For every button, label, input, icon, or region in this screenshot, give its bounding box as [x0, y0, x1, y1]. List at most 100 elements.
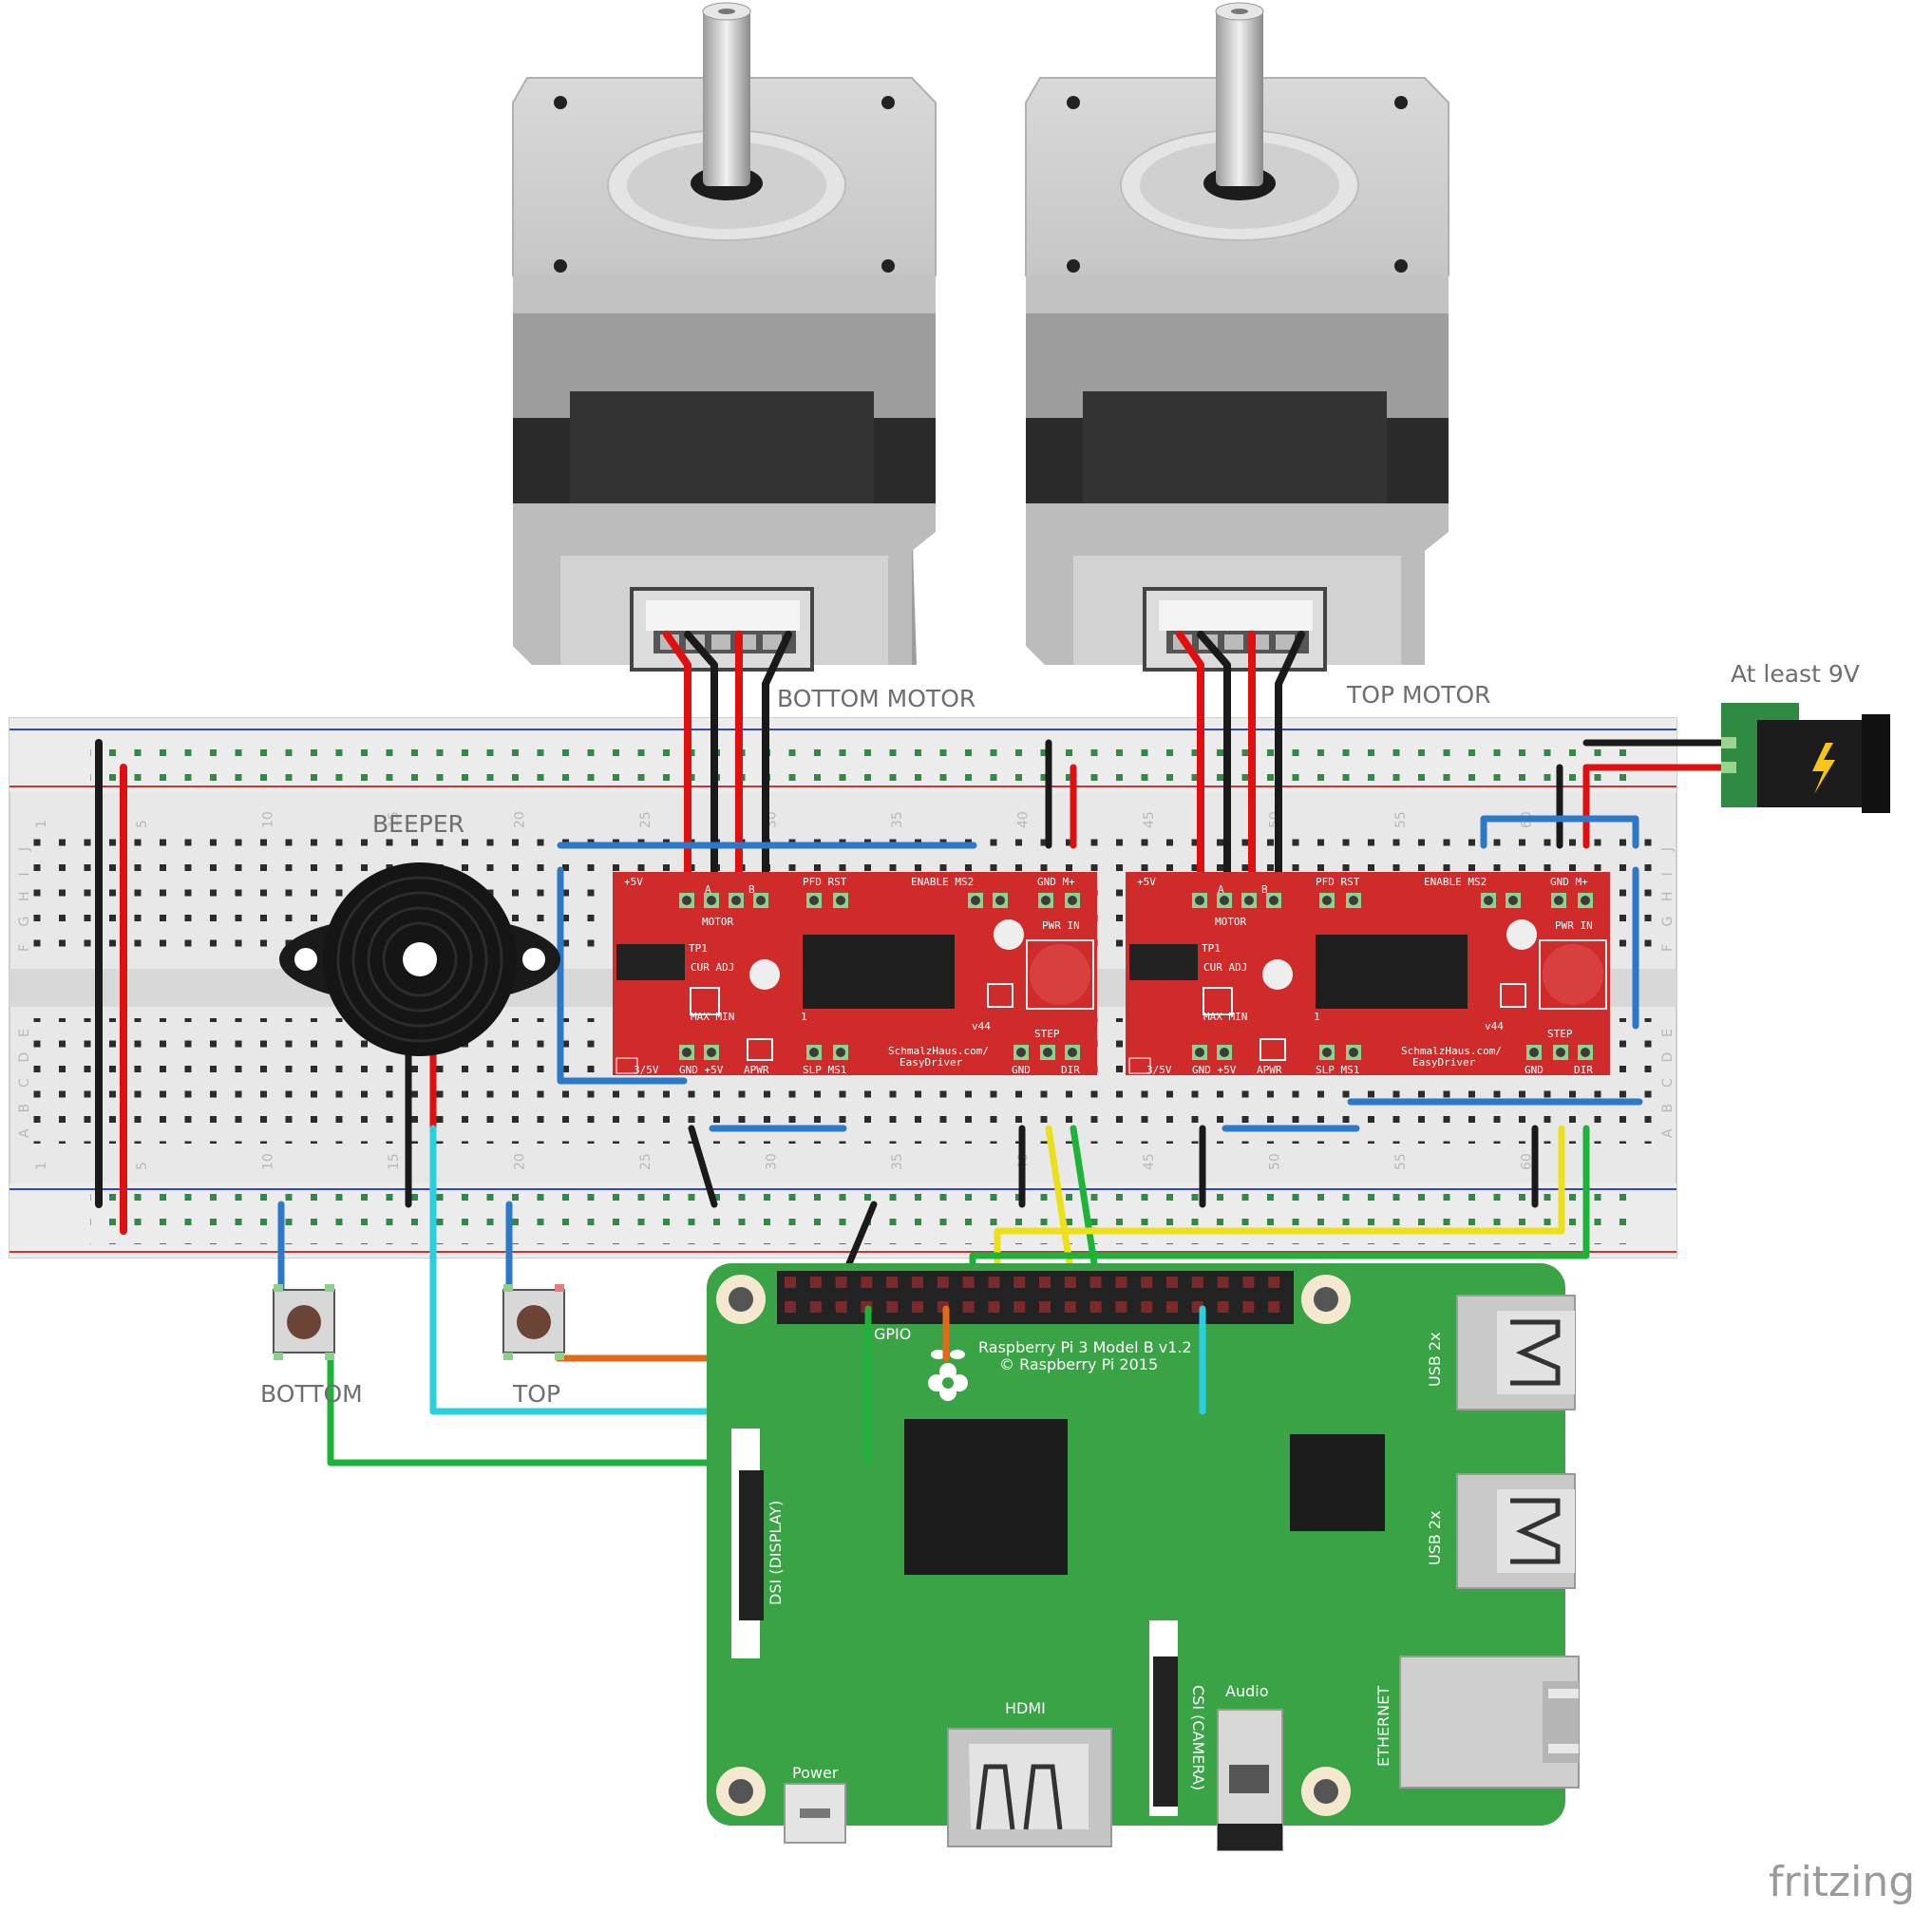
- row-letter-left: E: [17, 1029, 32, 1037]
- row-letter-left: G: [17, 917, 32, 927]
- driver-label-step: STEP: [1547, 1028, 1573, 1040]
- driver-label-pwr-in: PWR IN: [1042, 919, 1080, 932]
- row-letter-right: J: [1660, 847, 1676, 852]
- driver-label-slp-ms1: SLP MS1: [1316, 1064, 1359, 1076]
- driver-label-tp1: TP1: [1202, 942, 1221, 955]
- col-number-bottom: 1: [34, 1162, 49, 1170]
- driver-label-5v: +5V: [624, 876, 643, 888]
- ethernet-label: ETHERNET: [1374, 1686, 1392, 1767]
- driver-label-cur-adj: CUR ADJ: [1203, 961, 1247, 974]
- driver-label-motor: MOTOR: [702, 916, 733, 928]
- hdmi-label: HDMI: [1005, 1699, 1046, 1717]
- driver-label-step: STEP: [1034, 1028, 1060, 1040]
- col-number-bottom: 45: [1142, 1153, 1157, 1170]
- row-letter-left: D: [17, 1052, 32, 1063]
- driver-label-slp-ms1: SLP MS1: [803, 1064, 846, 1076]
- col-number-bottom: 20: [513, 1153, 528, 1170]
- col-number-bottom: 25: [638, 1153, 653, 1170]
- col-number-top: 5: [135, 820, 150, 828]
- row-letter-right: B: [1660, 1104, 1676, 1113]
- bottom-stepper-motor: [512, 2, 937, 672]
- driver-label-one: 1: [1314, 1011, 1320, 1023]
- driver-label-pfd-rst: PFD RST: [1316, 876, 1360, 888]
- pi-wires: [864, 1305, 1206, 1467]
- driver-label-gnd-5v: GND +5V: [1192, 1064, 1237, 1076]
- gpio-label: GPIO: [874, 1325, 911, 1343]
- driver-label-tp1: TP1: [689, 942, 708, 955]
- driver-label-one: 1: [801, 1011, 807, 1023]
- driver-label-max-min: MAX MIN: [1203, 1011, 1247, 1023]
- csi-label: CSI (CAMERA): [1189, 1685, 1207, 1790]
- raspberry-pi-board: [707, 1263, 1580, 1851]
- power-label: Power: [792, 1764, 839, 1782]
- driver-label-apwr: APWR: [744, 1064, 769, 1076]
- row-letter-left: C: [17, 1078, 32, 1088]
- driver-label-35v: 3/5V: [1146, 1064, 1172, 1076]
- bottom-motor-label: BOTTOM MOTOR: [777, 685, 975, 712]
- col-number-bottom: 60: [1520, 1153, 1535, 1170]
- col-number-bottom: 55: [1393, 1153, 1409, 1170]
- driver-label-gnd-m: GND M+: [1037, 876, 1075, 888]
- driver-label-pwr-in: PWR IN: [1555, 919, 1593, 932]
- row-letter-left: A: [17, 1128, 32, 1138]
- driver-label-url1: SchmalzHaus.com/: [888, 1045, 989, 1057]
- col-number-top: 25: [638, 811, 653, 828]
- driver-label-gnd-m: GND M+: [1550, 876, 1588, 888]
- top-pushbutton: [502, 1284, 565, 1360]
- driver-label-max-min: MAX MIN: [691, 1011, 734, 1023]
- power-requirement-label: At least 9V: [1731, 660, 1860, 688]
- col-number-top: 1: [34, 820, 49, 828]
- easydriver-board-1: +5V MOTOR A B PFD RST ENABLE MS2 GND M+ PWR IN T…: [613, 872, 1097, 1076]
- row-letter-left: B: [17, 1104, 32, 1113]
- driver-label-b: B: [1261, 883, 1268, 896]
- bottom-pushbutton: [273, 1284, 335, 1360]
- usb-label-1: USB 2x: [1426, 1332, 1444, 1387]
- driver-label-cur-adj: CUR ADJ: [691, 961, 734, 974]
- col-number-bottom: 15: [387, 1153, 402, 1170]
- row-letter-right: F: [1660, 944, 1676, 952]
- col-number-bottom: 5: [135, 1162, 150, 1170]
- driver-label-pfd-rst: PFD RST: [803, 876, 847, 888]
- col-number-bottom: 10: [261, 1153, 276, 1170]
- dsi-label: DSI (DISPLAY): [767, 1501, 785, 1605]
- row-letter-left: J: [17, 847, 32, 852]
- driver-label-apwr: APWR: [1257, 1064, 1282, 1076]
- row-letter-left: I: [17, 872, 32, 876]
- driver-label-url2: EasyDriver: [1412, 1056, 1476, 1069]
- driver-label-b: B: [748, 883, 755, 896]
- row-letter-right: G: [1660, 917, 1676, 927]
- dc-power-jack: [1721, 703, 1890, 813]
- row-letter-right: E: [1660, 1029, 1676, 1037]
- row-letter-right: A: [1660, 1128, 1676, 1138]
- top-stepper-motor: [1025, 2, 1449, 672]
- row-letter-left: H: [17, 891, 32, 901]
- driver-label-url1: SchmalzHaus.com/: [1401, 1045, 1502, 1057]
- fritzing-brand-label: fritzing: [1769, 1858, 1915, 1906]
- col-number-top: 35: [890, 811, 905, 828]
- driver-label-gnd-5v: GND +5V: [679, 1064, 724, 1076]
- row-letter-right: D: [1660, 1052, 1676, 1063]
- col-number-top: 20: [513, 811, 528, 828]
- row-letter-right: H: [1660, 891, 1676, 901]
- raspberry-logo-icon: [928, 1350, 968, 1401]
- col-number-top: 55: [1393, 811, 1409, 828]
- audio-label: Audio: [1225, 1682, 1268, 1700]
- beeper-label: BEEPER: [372, 810, 464, 838]
- driver-label-a: A: [705, 883, 711, 896]
- col-number-top: 40: [1016, 811, 1032, 828]
- driver-label-gnd: GND: [1012, 1064, 1031, 1076]
- driver-label-v44: v44: [972, 1020, 991, 1032]
- pi-copyright-label: © Raspberry Pi 2015: [999, 1355, 1158, 1373]
- driver-label-dir: DIR: [1061, 1064, 1080, 1076]
- driver-label-dir: DIR: [1574, 1064, 1593, 1076]
- row-letter-right: I: [1660, 872, 1676, 876]
- col-number-top: 10: [261, 811, 276, 828]
- col-number-bottom: 30: [765, 1153, 780, 1170]
- col-number-top: 45: [1142, 811, 1157, 828]
- driver-label-5v: +5V: [1137, 876, 1156, 888]
- pi-model-label: Raspberry Pi 3 Model B v1.2: [978, 1338, 1192, 1356]
- lightning-icon: [1812, 743, 1835, 794]
- driver-label-enable-ms2: ENABLE MS2: [911, 876, 974, 888]
